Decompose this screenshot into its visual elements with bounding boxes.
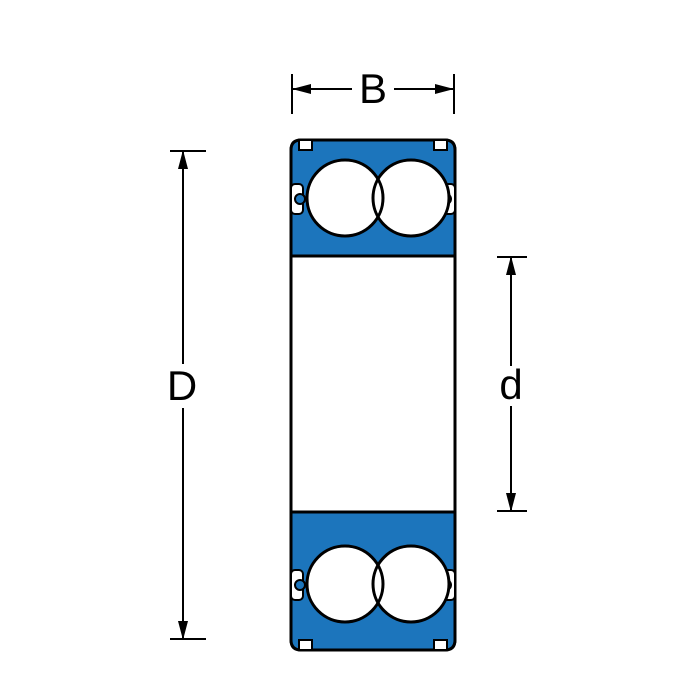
ball-top-left [307,160,383,236]
arrowhead-left-icon [292,84,311,94]
ball-top-right [373,160,449,236]
arrowhead-down-icon [506,493,516,512]
ball-top-left-outline [305,158,385,238]
ball-bottom-right-outline [371,544,451,624]
ball-bottom-left [307,546,383,622]
arrowhead-up-icon [178,150,188,169]
seal-notch-bottom-left [298,639,313,651]
dimension-label-b: B [359,65,387,112]
dimension-outer-diameter-d [170,150,206,640]
seal-notch-top-right [433,139,448,151]
seal-notch-top-left [298,139,313,151]
seal-lip-detail-top-left [294,193,306,205]
ball-top-right-outline [371,158,451,238]
arrowhead-down-icon [178,621,188,640]
ball-bottom-left-outline [305,544,385,624]
arrowhead-right-icon [435,84,454,94]
seal-lip-detail-bottom-left [294,579,306,591]
dimension-label-d-bore: d [499,361,522,408]
arrowhead-up-icon [506,256,516,275]
bearing-cross-section [289,138,457,652]
dimension-bore-diameter-d [497,256,527,512]
dimension-label-d-outer: D [167,362,197,409]
ball-bottom-right [373,546,449,622]
dimension-width-b [291,74,455,114]
seal-notch-bottom-right [433,639,448,651]
